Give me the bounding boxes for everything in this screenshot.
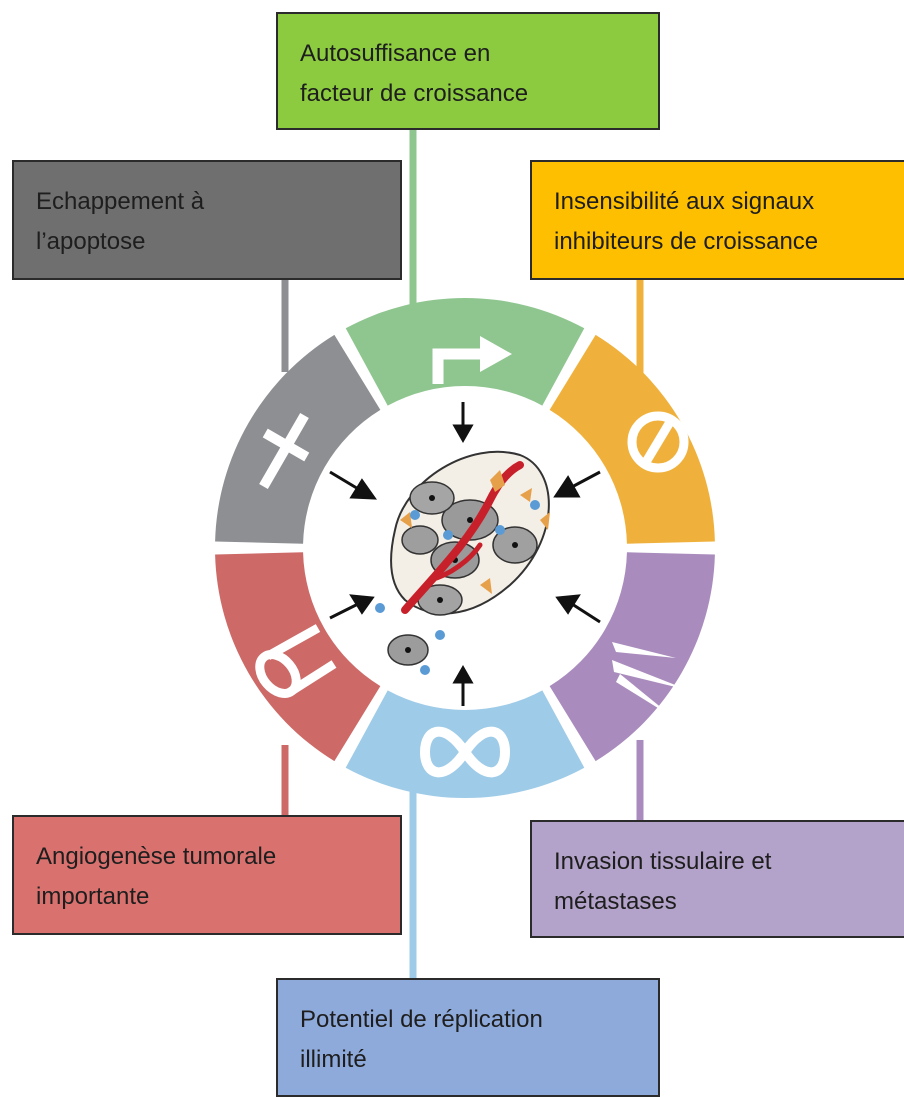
ring-segment-invasion [549, 552, 715, 762]
box-apoptosis-line2: l’apoptose [36, 228, 146, 255]
box-apoptosis-line1: Echappement à [36, 188, 205, 215]
box-anti-growth: Insensibilité aux signaux inhibiteurs de… [530, 160, 904, 280]
box-replication-line1: Potentiel de réplication [300, 1006, 543, 1033]
box-invasion-line1: Invasion tissulaire et [554, 848, 772, 875]
box-angiogenesis-line1: Angiogenèse tumorale [36, 843, 277, 870]
box-growth-signals: Autosuffisance en facteur de croissance [276, 12, 660, 130]
inward-arrows [329, 402, 601, 706]
box-growth-signals-line2: facteur de croissance [300, 80, 529, 107]
dagger-icon [259, 412, 310, 490]
box-anti-growth-line1: Insensibilité aux signaux [554, 188, 815, 215]
box-replication: Potentiel de réplication illimité [276, 978, 660, 1097]
box-invasion-line2: métastases [554, 888, 677, 915]
ring-segment-angiogenesis [215, 552, 381, 762]
box-anti-growth-line2: inhibiteurs de croissance [554, 228, 819, 255]
box-angiogenesis: Angiogenèse tumorale importante [12, 815, 402, 935]
no-entry-icon [627, 411, 689, 473]
box-replication-line2: illimité [300, 1046, 367, 1073]
invasion-spikes-icon [612, 642, 688, 718]
box-angiogenesis-line2: importante [36, 883, 150, 910]
box-invasion: Invasion tissulaire et métastases [530, 820, 904, 938]
tumor-cells-icon [375, 450, 550, 675]
vessel-tube-icon [255, 624, 337, 698]
ring-segment-apoptosis [215, 334, 381, 544]
box-growth-signals-line1: Autosuffisance en [300, 40, 491, 67]
infinity-icon [419, 726, 511, 778]
turn-right-arrow-icon [432, 336, 512, 384]
box-apoptosis: Echappement à l’apoptose [12, 160, 402, 280]
